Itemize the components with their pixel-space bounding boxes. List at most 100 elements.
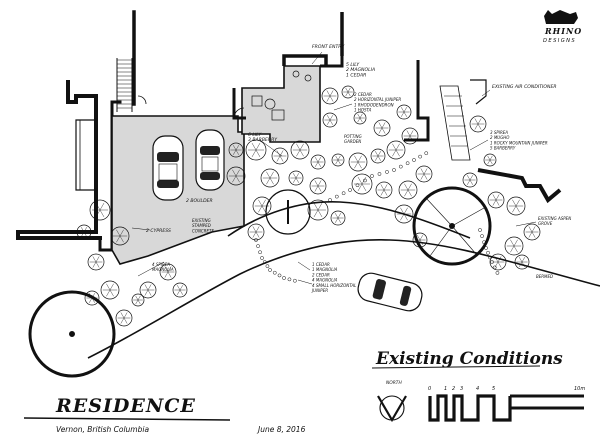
scale-tick-5: 5 [492,386,495,392]
rock [490,260,494,264]
rock [398,164,403,169]
rock-edging [254,151,500,283]
east-walls [340,12,562,204]
rock [258,250,262,255]
car-driveway-left [152,135,184,201]
rock [260,256,264,260]
plant-symbol [375,181,393,199]
plant-symbol [386,140,406,160]
plant-symbol [110,226,130,246]
plant-symbol [159,263,177,281]
plant-symbol [172,282,188,298]
scale-tick-0: 0 [428,386,431,392]
plant-symbol [84,290,100,306]
plant-symbol [373,119,391,137]
rock [265,264,270,269]
plant-symbol [309,177,327,195]
plant-symbol [469,115,487,133]
rock [405,161,410,166]
rock [412,158,416,162]
plant-symbol [247,223,265,241]
rock [418,154,422,159]
leader-lines [131,51,537,285]
rock [488,255,492,260]
plant-symbol [307,199,329,221]
scale-bar: 0 1 2 3 4 5 10m [428,386,585,422]
rock [268,268,272,272]
large-tree-west [28,290,116,378]
plant-symbol [401,127,419,145]
rhino-logo: RHINO DESIGNS [543,10,582,44]
rock [495,271,500,275]
label-cypress: 2 CYPRESS [146,228,171,234]
plant-symbol [228,142,244,158]
plant-symbol [260,168,280,188]
plant-symbol [396,104,412,120]
plant-symbol [245,139,267,161]
project-date: June 8, 2016 [256,425,306,434]
plant-symbol [322,112,338,128]
plant-symbol [252,196,272,216]
label-existing-air-conditioner: EXISTING AIR CONDITIONER [492,84,557,90]
plant-symbol [288,170,304,186]
plant-symbol [131,293,145,307]
rock [334,194,339,199]
rock [392,168,396,172]
label-boulder: 2 BOULDER [186,198,213,204]
logo-line1: RHINO [544,26,582,36]
title-block: Existing Conditions NORTH 0 1 2 3 4 5 10… [23,349,585,434]
plant-symbol [321,87,339,105]
scale-tick-3: 3 [460,386,463,392]
project-name: RESIDENCE [55,395,196,417]
rock [272,270,277,275]
plant-symbol [370,148,386,164]
scale-tick-1: 1 [444,386,447,392]
rock [492,265,497,270]
north-label: NORTH [386,380,402,386]
rock [341,191,346,196]
scale-tick-2: 2 [452,386,455,392]
house-block [137,54,344,143]
rock [282,276,286,280]
plant-symbol [489,253,507,271]
plant-symbol [348,152,368,172]
rock [287,277,292,282]
plant-symbol [415,165,433,183]
drawing-title: Existing Conditions [375,349,563,369]
north-arrow-icon [377,395,407,423]
plant-symbol [514,254,530,270]
plant-symbol [487,191,505,209]
rock [254,238,258,242]
plant-symbol [331,153,345,167]
rock [348,188,352,192]
rock [370,174,374,178]
plant-symbol [139,281,157,299]
label-bermed: BERMED [536,274,553,279]
rock [478,228,482,232]
plant-symbol [462,172,478,188]
scale-end: 10m [574,386,585,392]
stairs [116,58,133,112]
plant-symbol [115,309,133,327]
label-front-entry: FRONT ENTRY [312,44,345,50]
large-tree-east [412,186,492,266]
rock [256,244,260,248]
plant-symbol [351,173,373,195]
rock [424,151,429,156]
plant-symbol [398,180,418,200]
plant-symbol [89,199,111,221]
car-driveway-right [195,129,225,191]
plant-symbol [76,224,92,240]
plant-symbol [271,147,289,165]
rock [293,278,297,283]
rock [486,250,490,255]
